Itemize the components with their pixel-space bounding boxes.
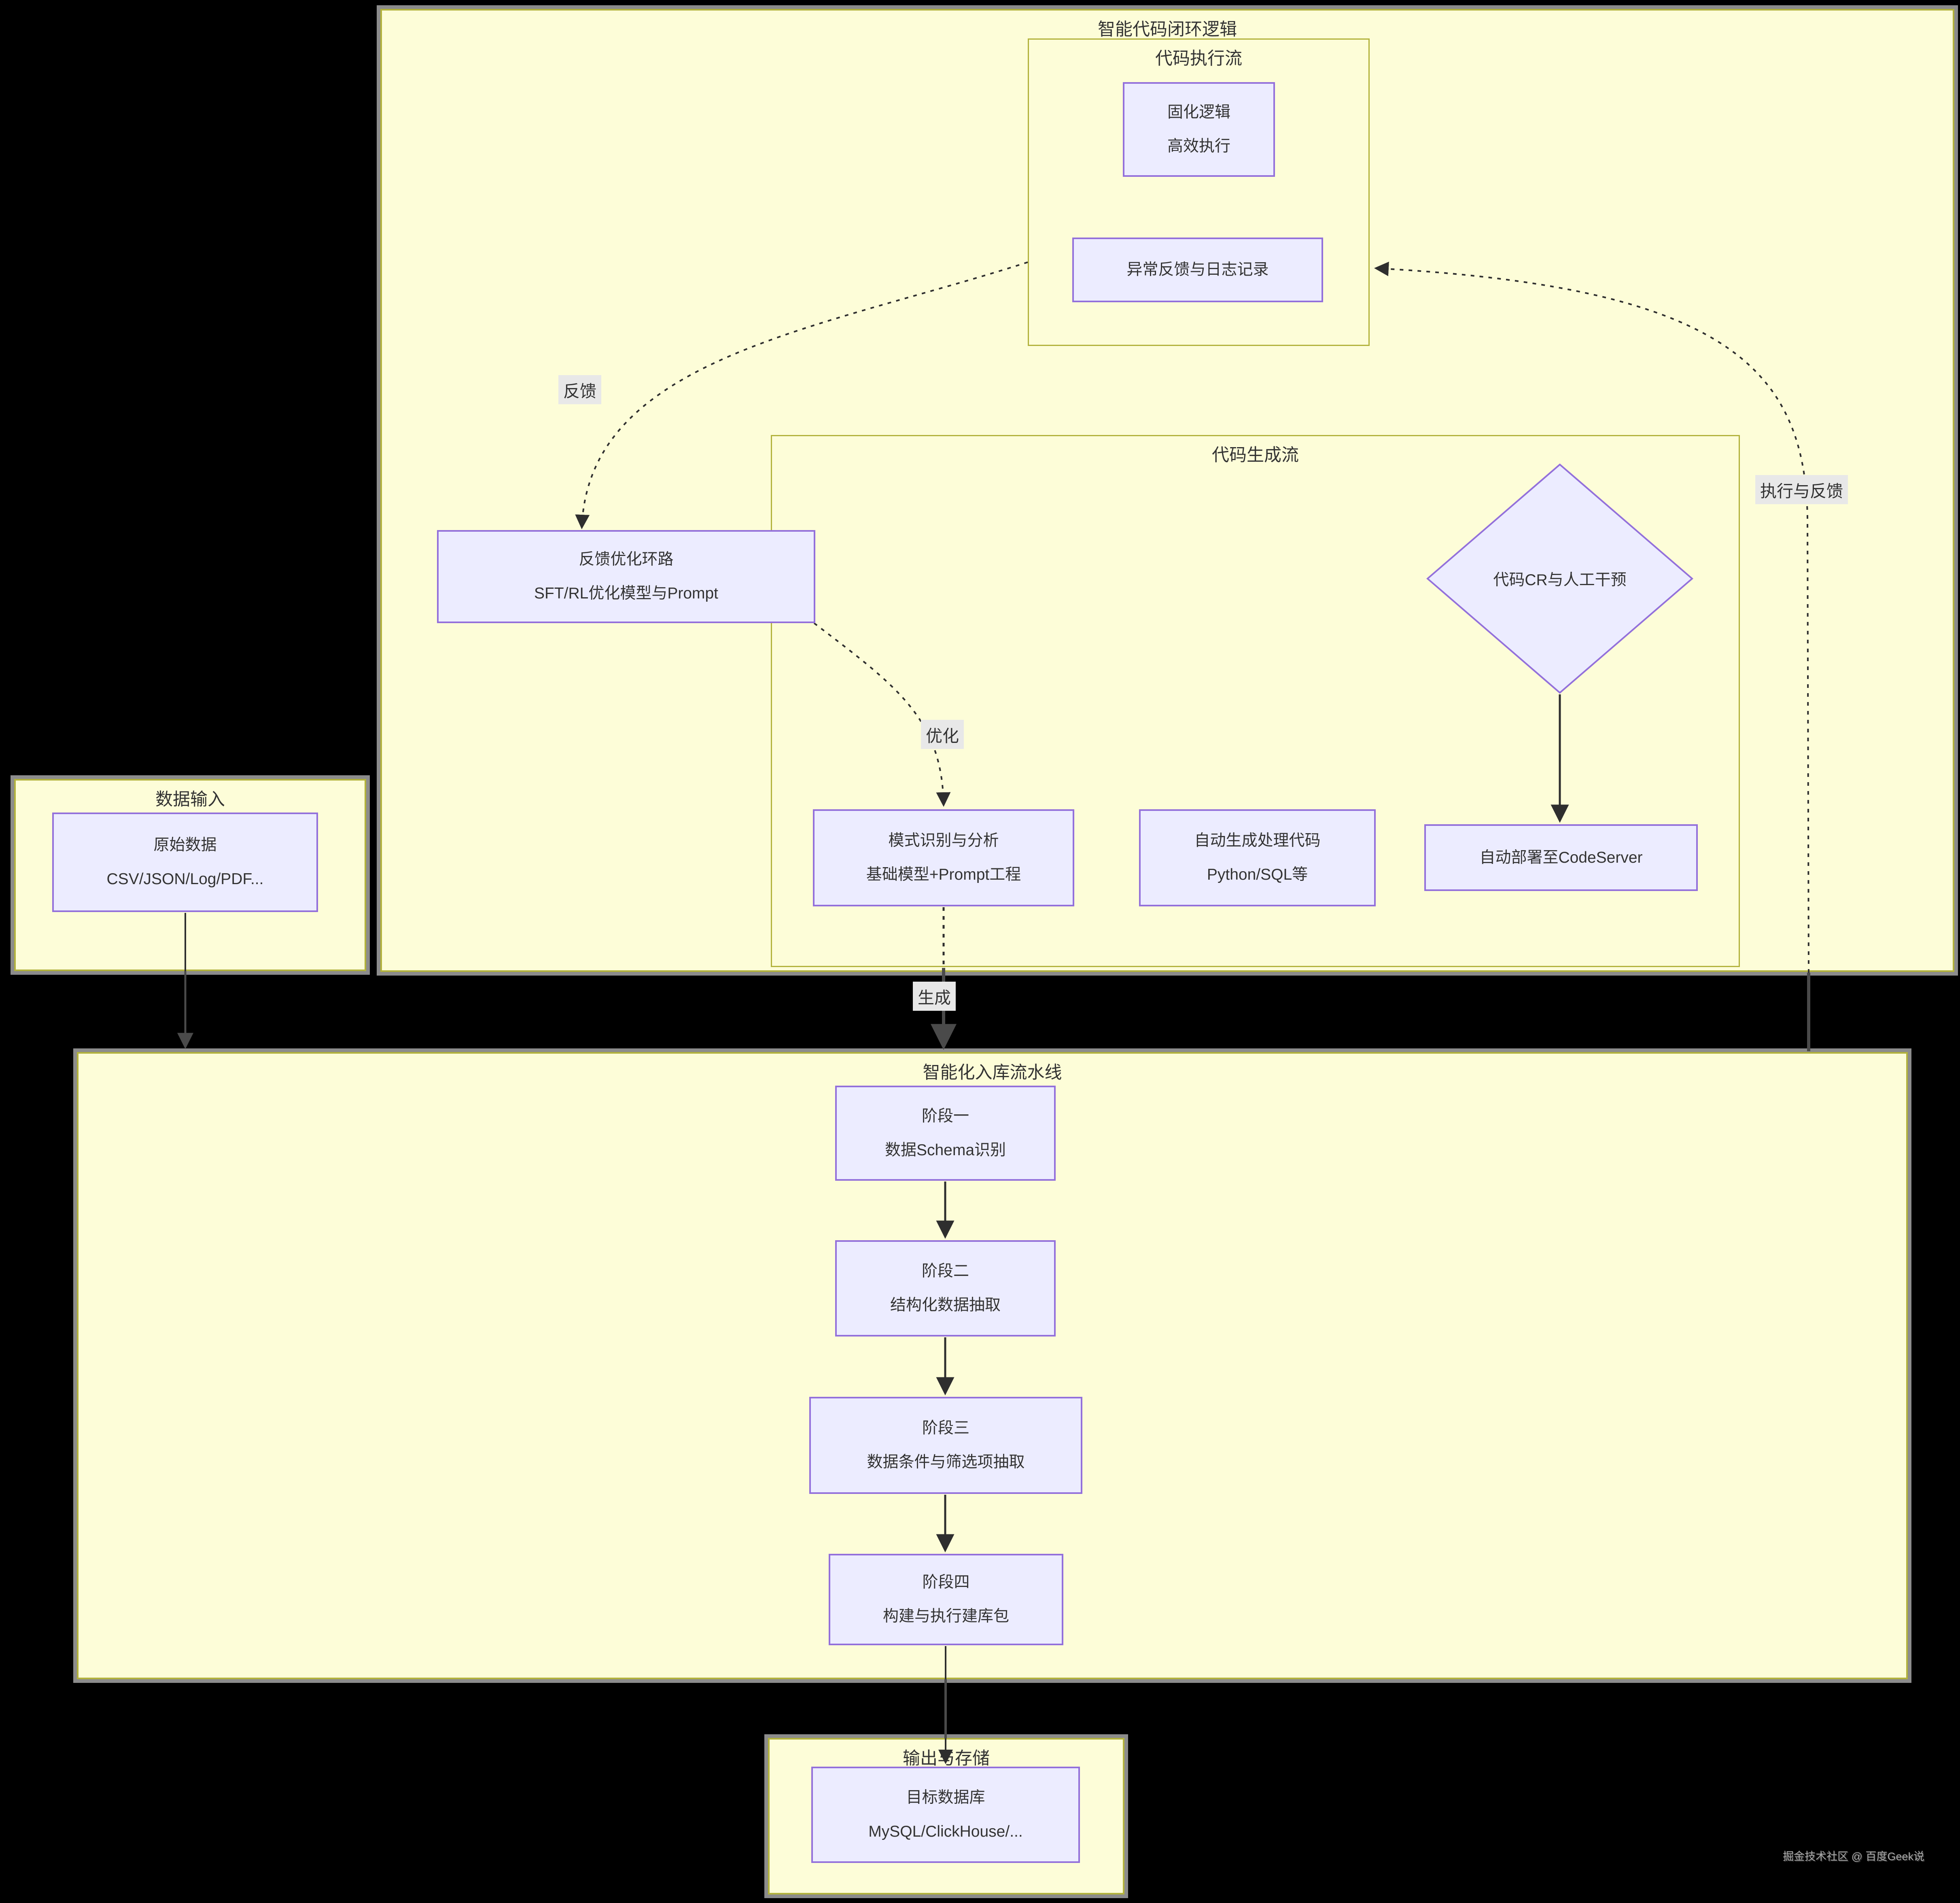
node-stage1: 阶段一 数据Schema识别 [835,1086,1056,1181]
node-code-cr-diamond: 代码CR与人工干预 [1426,463,1693,694]
node-solidified-logic: 固化逻辑 高效执行 [1123,82,1275,177]
container-data-input-title: 数据输入 [155,790,225,809]
container-pipeline-title: 智能化入库流水线 [923,1063,1062,1082]
node-stage4: 阶段四 构建与执行建库包 [829,1554,1063,1645]
node-target-db: 目标数据库 MySQL/ClickHouse/... [811,1767,1080,1863]
container-closed-loop-title: 智能代码闭环逻辑 [1098,20,1237,39]
edge-label-exec-feedback: 执行与反馈 [1755,475,1848,504]
watermark-text: 掘金技术社区 @ 百度Geek说 [1783,1850,1924,1863]
node-raw-data: 原始数据 CSV/JSON/Log/PDF... [52,813,318,912]
node-pattern-recognition: 模式识别与分析 基础模型+Prompt工程 [813,809,1074,906]
node-stage2: 阶段二 结构化数据抽取 [835,1240,1056,1337]
container-gen-flow-title: 代码生成流 [1212,446,1299,465]
node-autogen-code: 自动生成处理代码 Python/SQL等 [1139,809,1376,906]
node-feedback-loop: 反馈优化环路 SFT/RL优化模型与Prompt [437,530,815,623]
node-deploy-codeserver: 自动部署至CodeServer [1424,824,1698,891]
container-exec-flow-title: 代码执行流 [1155,49,1242,68]
node-exception-log: 异常反馈与日志记录 [1072,238,1323,302]
node-stage3: 阶段三 数据条件与筛选项抽取 [809,1397,1082,1494]
edge-label-feedback: 反馈 [558,375,601,404]
edge-label-optimize: 优化 [921,720,964,749]
edge-label-generate: 生成 [913,982,956,1011]
container-output-title: 输出与存储 [903,1749,990,1768]
